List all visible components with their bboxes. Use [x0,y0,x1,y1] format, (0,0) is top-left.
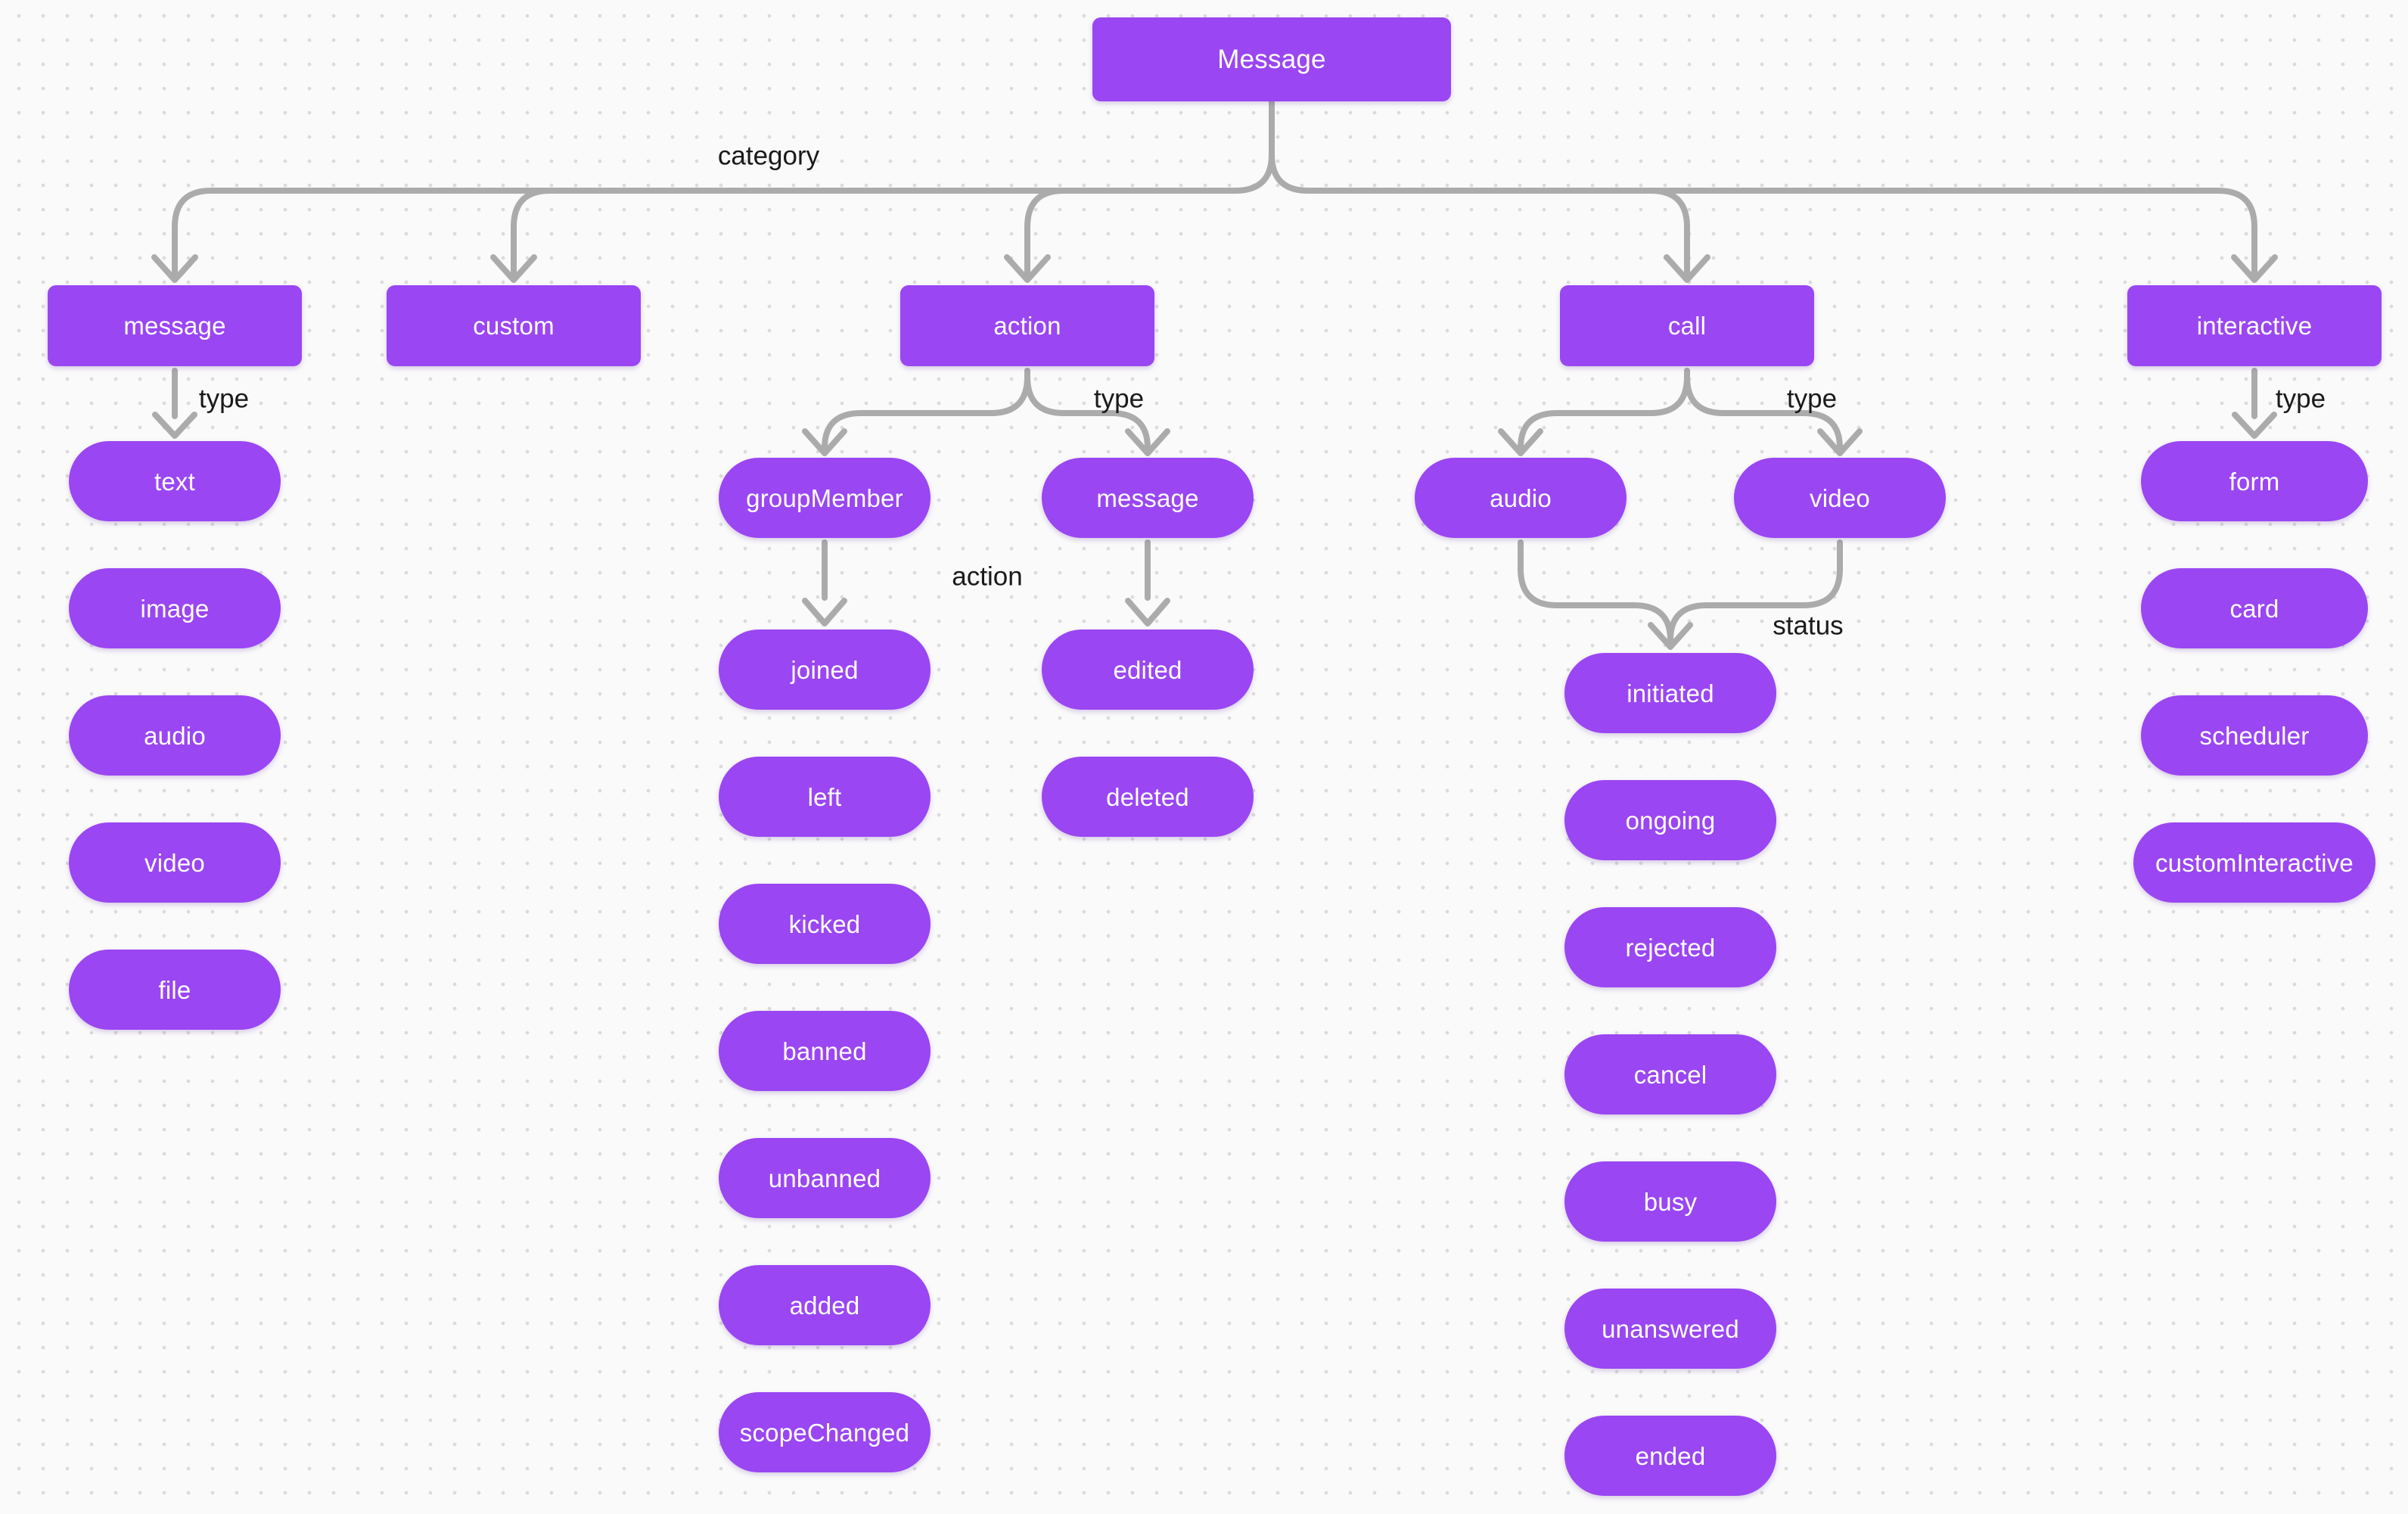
node-category-interactive[interactable]: interactive [2127,285,2382,366]
node-call-type-audio[interactable]: audio [1415,458,1627,538]
node-call-status-unanswered[interactable]: unanswered [1564,1289,1776,1369]
node-groupmember-action-unbanned[interactable]: unbanned [719,1138,931,1218]
connector-message-action [1125,539,1170,626]
connector-action-split [802,368,1170,456]
node-category-custom[interactable]: custom [387,285,641,366]
connector-groupmember-action [802,539,847,626]
node-message-type-file[interactable]: file [69,950,281,1030]
edge-label-status[interactable]: status [1773,611,1844,641]
node-action-type-groupmember[interactable]: groupMember [719,458,931,538]
node-call-status-ended[interactable]: ended [1564,1416,1776,1496]
edge-label-action[interactable]: action [952,561,1023,592]
node-category-message[interactable]: message [48,285,302,366]
edge-label-category[interactable]: category [717,141,820,171]
node-call-status-rejected[interactable]: rejected [1564,907,1776,987]
node-call-status-initiated[interactable]: initiated [1564,653,1776,733]
connector-call-merge [1518,539,1843,650]
node-action-type-message[interactable]: message [1042,458,1254,538]
edge-label-type-interactive[interactable]: type [2275,384,2326,414]
node-interactive-type-card[interactable]: card [2141,568,2368,648]
node-groupmember-action-banned[interactable]: banned [719,1011,931,1091]
connector-call-split [1498,368,1863,456]
node-interactive-type-form[interactable]: form [2141,441,2368,521]
node-message-type-audio[interactable]: audio [69,695,281,776]
connector-category-tree [151,98,2278,283]
node-message-root[interactable]: Message [1092,17,1451,101]
node-groupmember-action-left[interactable]: left [719,757,931,837]
node-interactive-type-scheduler[interactable]: scheduler [2141,695,2368,776]
node-message-action-deleted[interactable]: deleted [1042,757,1254,837]
node-call-status-cancel[interactable]: cancel [1564,1034,1776,1115]
node-category-action[interactable]: action [900,285,1154,366]
node-message-type-video[interactable]: video [69,822,281,903]
edge-label-type-message[interactable]: type [198,384,250,414]
node-category-call[interactable]: call [1560,285,1814,366]
edge-label-type-call[interactable]: type [1786,384,1838,414]
node-call-status-ongoing[interactable]: ongoing [1564,780,1776,860]
edge-label-type-action[interactable]: type [1093,384,1145,414]
node-groupmember-action-scopechanged[interactable]: scopeChanged [719,1392,931,1472]
connector-message-type [152,368,197,439]
node-call-type-video[interactable]: video [1734,458,1946,538]
node-interactive-type-custominteractive[interactable]: customInteractive [2133,822,2375,903]
node-groupmember-action-added[interactable]: added [719,1265,931,1345]
node-groupmember-action-joined[interactable]: joined [719,630,931,710]
connector-interactive-type [2232,368,2277,439]
node-message-action-edited[interactable]: edited [1042,630,1254,710]
node-message-type-text[interactable]: text [69,441,281,521]
node-message-type-image[interactable]: image [69,568,281,648]
node-groupmember-action-kicked[interactable]: kicked [719,884,931,964]
node-call-status-busy[interactable]: busy [1564,1161,1776,1242]
